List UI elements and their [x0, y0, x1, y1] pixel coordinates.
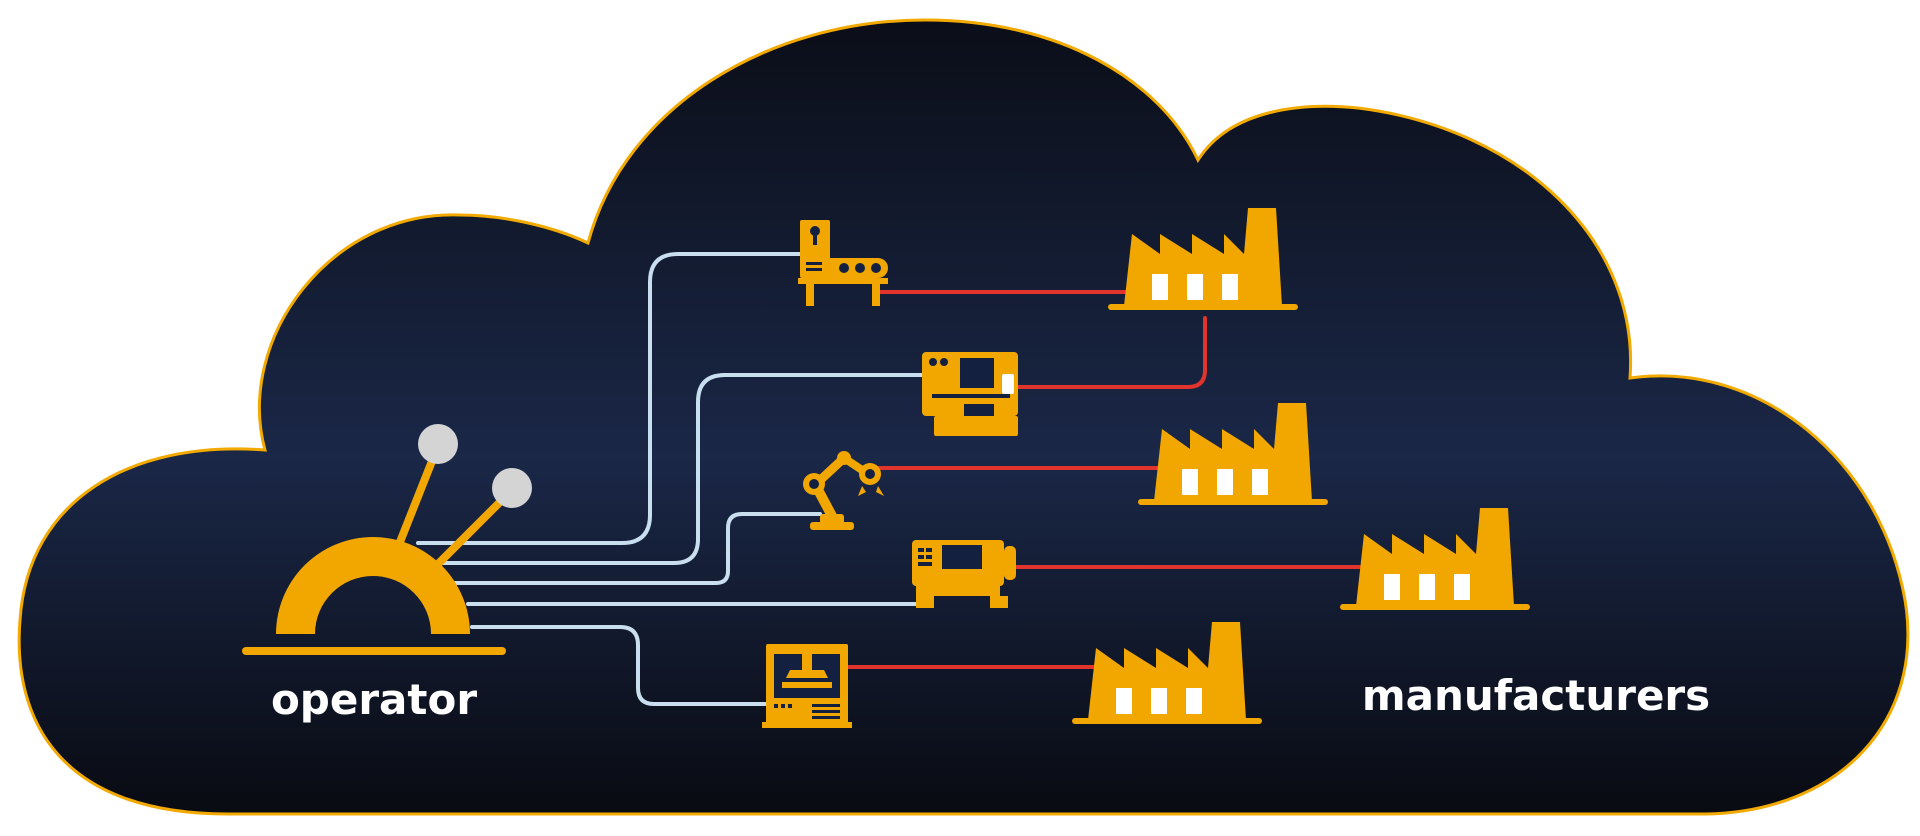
factory-icon — [1340, 508, 1530, 610]
operator-link-conveyor — [416, 252, 804, 545]
manufacturers-label: manufacturers — [1362, 671, 1710, 720]
conveyor-machine-icon — [798, 220, 888, 306]
manufacturer-links — [844, 290, 1366, 669]
operator-link-cnc — [438, 373, 928, 565]
operator-links — [416, 252, 928, 706]
factory-icon — [1072, 622, 1262, 724]
robot-arm-icon — [803, 451, 884, 530]
link-cnc-to-factory-1 — [1014, 316, 1207, 389]
operator-link-press — [470, 625, 770, 706]
operator-label: operator — [271, 675, 477, 724]
cnc-control-machine-icon — [922, 352, 1018, 436]
operator-link-robot-arm — [453, 512, 822, 585]
factory-icon — [1138, 403, 1328, 505]
factory-icon — [1108, 208, 1298, 310]
lathe-machine-icon — [912, 540, 1016, 608]
press-machine-icon — [762, 644, 852, 728]
joystick-control-icon — [242, 424, 532, 655]
